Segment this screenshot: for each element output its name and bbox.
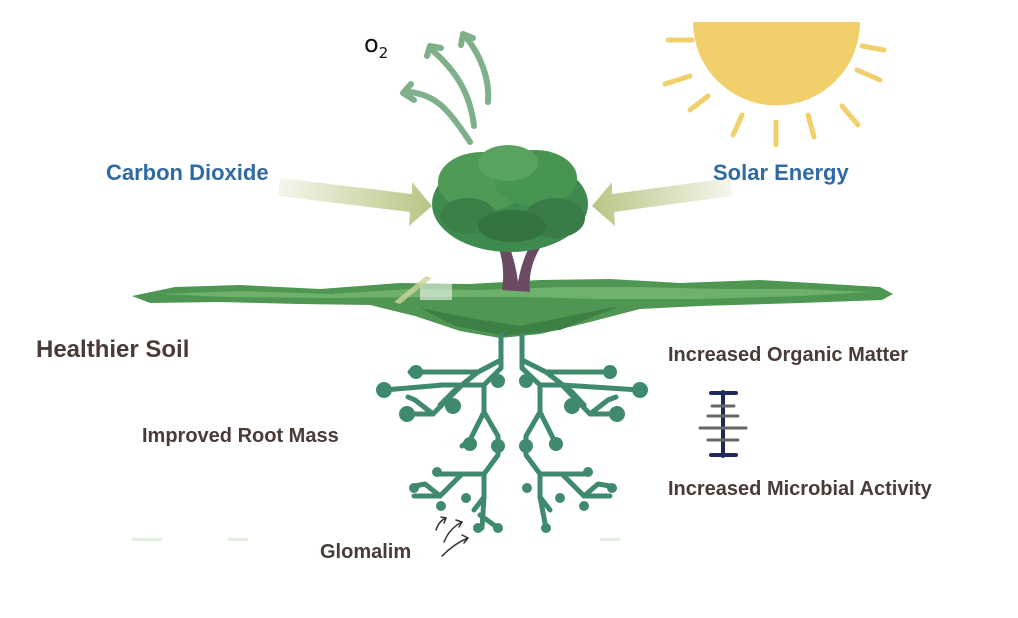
oxygen-label: o2 <box>364 30 389 62</box>
improved-root-mass-label: Improved Root Mass <box>142 425 339 447</box>
increased-organic-matter-label: Increased Organic Matter <box>668 344 909 366</box>
co2-arrow <box>278 178 432 226</box>
solar-energy-arrow <box>592 178 732 226</box>
roots-icon <box>381 332 643 531</box>
soil-bottom-line <box>132 538 620 541</box>
microbe-icon <box>698 390 748 458</box>
sun-icon <box>662 22 887 148</box>
healthier-soil-label: Healthier Soil <box>36 336 190 363</box>
tree-icon <box>432 145 588 292</box>
grass-ground <box>132 276 893 338</box>
increased-microbial-activity-label: Increased Microbial Activity <box>668 478 932 500</box>
glomalim-arrows-icon <box>435 516 470 557</box>
root-nodes <box>376 365 648 533</box>
glomalim-label: Glomalim <box>320 541 412 563</box>
oxygen-arrows-icon <box>400 31 492 145</box>
carbon-dioxide-label: Carbon Dioxide <box>106 160 269 185</box>
solar-energy-label: Solar Energy <box>713 160 849 185</box>
